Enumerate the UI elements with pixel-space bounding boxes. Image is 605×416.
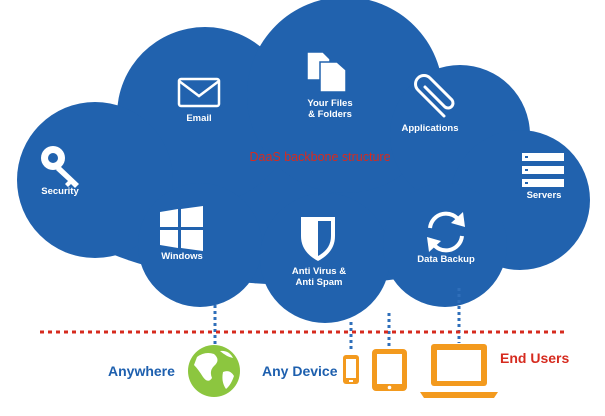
antivirus-label-line-2: Anti Spam: [296, 277, 343, 288]
folders-icon: [306, 51, 347, 93]
phone-icon: [343, 355, 359, 384]
files-item: Your Files & Folders: [306, 51, 353, 120]
antivirus-label-line-1: Anti Virus &: [292, 266, 346, 277]
applications-label: Applications: [401, 123, 458, 134]
anywhere-label: Anywhere: [108, 363, 175, 379]
windows-label: Windows: [161, 251, 203, 262]
shield-icon: [301, 217, 335, 261]
sync-icon: [427, 211, 465, 253]
laptop-icon: [420, 344, 498, 398]
any-device-label: Any Device: [262, 363, 338, 379]
paperclip-icon: [414, 74, 455, 118]
tablet-icon: [372, 349, 407, 391]
servers-label: Servers: [527, 190, 562, 201]
end-users-label: End Users: [500, 350, 569, 366]
antivirus-item: Anti Virus & Anti Spam: [292, 217, 346, 288]
windows-item: Windows: [160, 206, 203, 262]
email-label: Email: [186, 113, 211, 124]
diagram-title: DaaS backbone structure: [249, 150, 390, 164]
backup-item: Data Backup: [417, 211, 475, 265]
envelope-icon: [177, 77, 221, 108]
server-icon: [522, 153, 564, 187]
backup-label: Data Backup: [417, 254, 475, 265]
connectors: [213, 288, 461, 352]
key-icon: [41, 146, 79, 188]
email-item: Email: [177, 77, 221, 124]
security-item: Security: [41, 146, 79, 197]
files-label-line-1: Your Files: [307, 98, 352, 109]
servers-item: Servers: [522, 153, 564, 201]
globe-icon: [188, 345, 240, 397]
files-label-line-2: & Folders: [308, 109, 352, 120]
applications-item: Applications: [401, 74, 459, 134]
security-label: Security: [41, 186, 79, 197]
windows-logo-icon: [160, 206, 203, 251]
